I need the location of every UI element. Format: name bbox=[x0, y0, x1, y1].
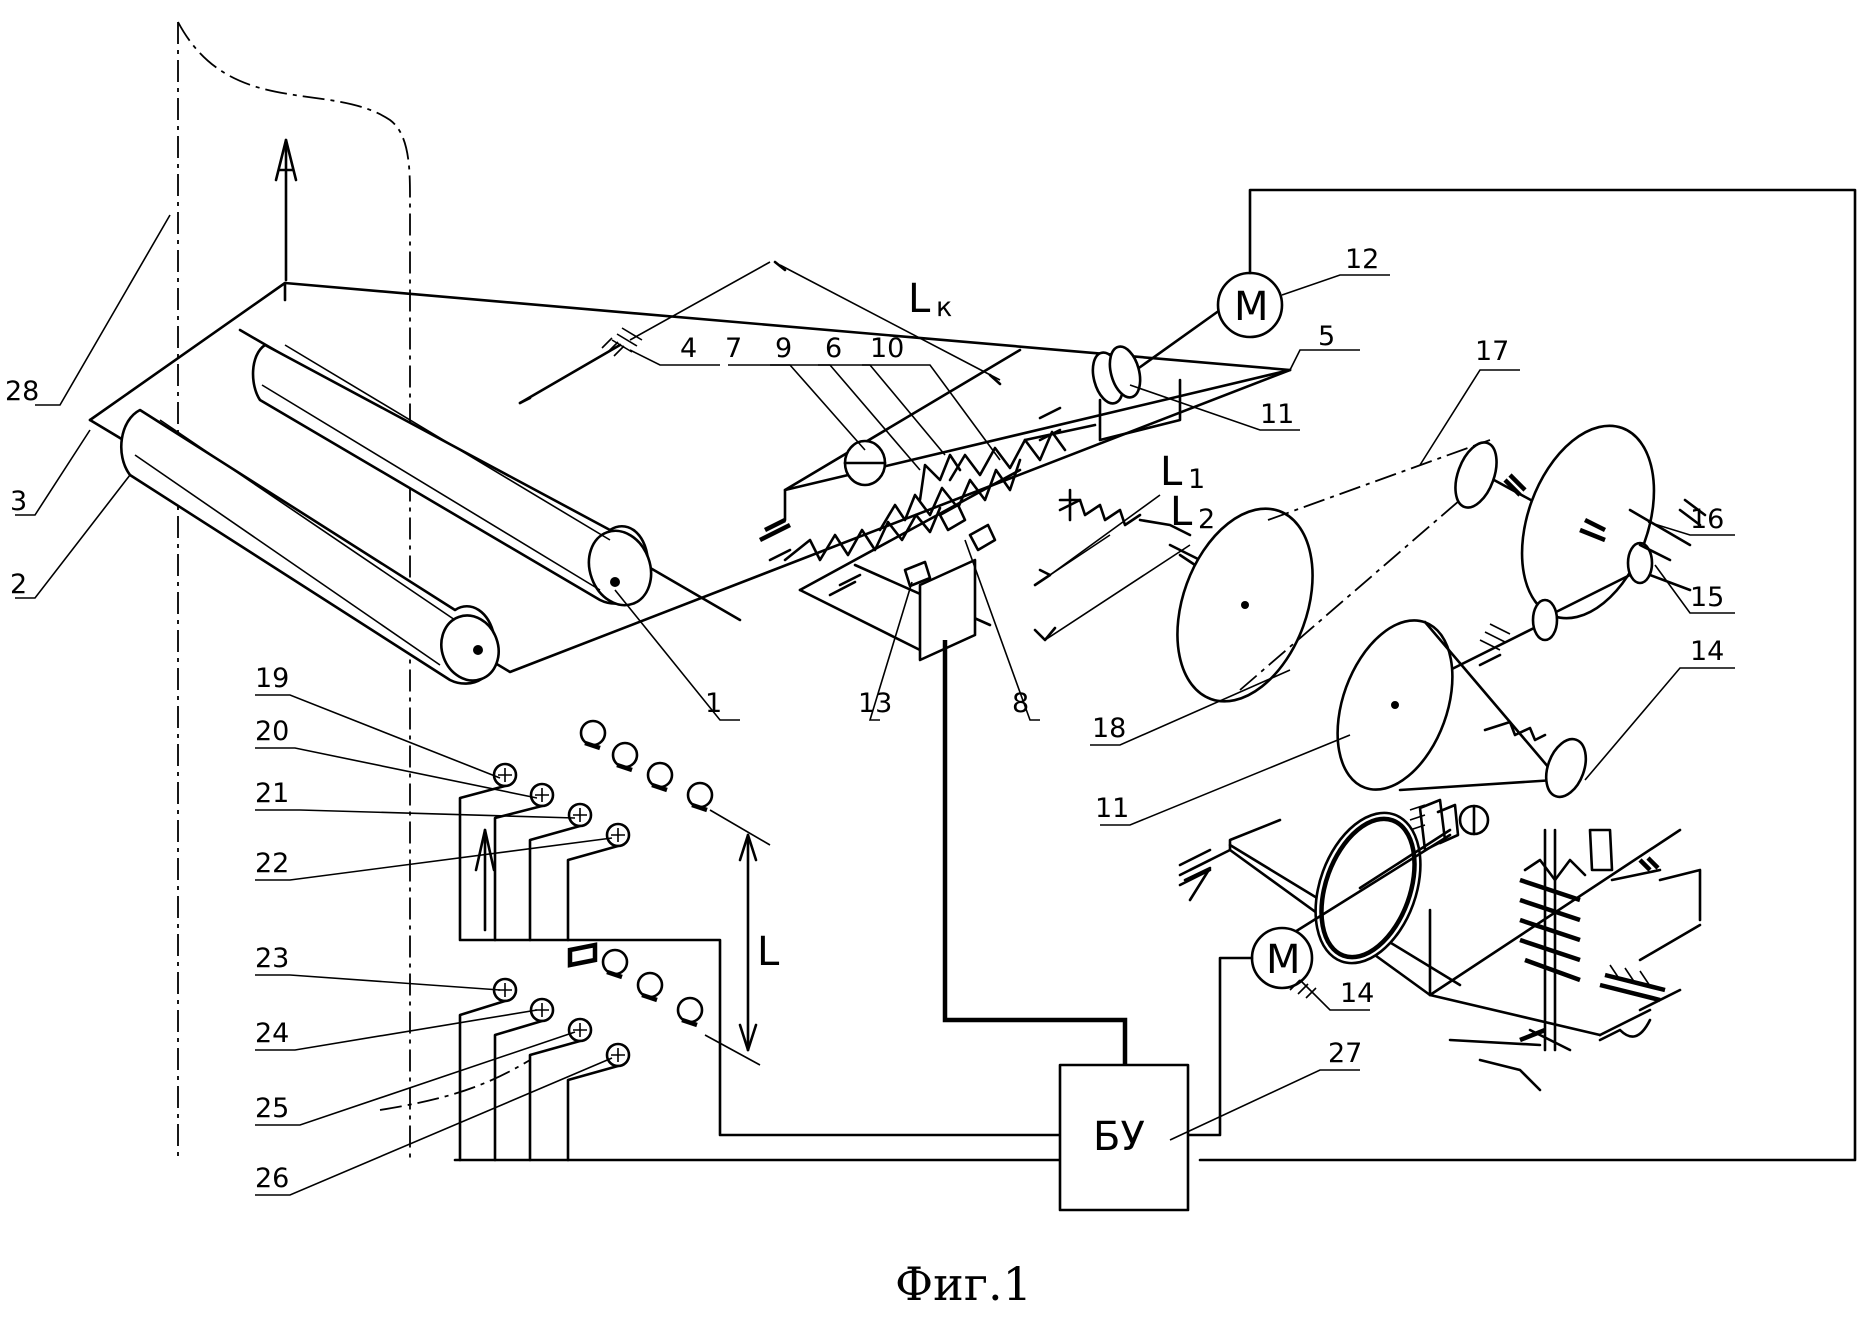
figure-caption: Фиг.1 bbox=[895, 1257, 1032, 1311]
clamp-13 bbox=[905, 560, 975, 660]
callout-19: 18 bbox=[1092, 713, 1126, 744]
small-pulley-top bbox=[1447, 437, 1540, 513]
motor-14-label: М bbox=[1266, 937, 1301, 983]
bearing-left bbox=[830, 575, 860, 595]
eccentric-7 bbox=[845, 441, 885, 485]
callout-20: 19 bbox=[255, 663, 289, 694]
callout-16: 15 bbox=[1690, 582, 1724, 613]
pulley-17 bbox=[1497, 408, 1705, 637]
callout-7: 7 bbox=[725, 333, 742, 364]
support-4 bbox=[520, 328, 642, 403]
callout-29: 28 bbox=[5, 376, 39, 407]
dimension-lk-letter: L bbox=[908, 276, 931, 322]
callout-15: 14 bbox=[1690, 636, 1724, 667]
callout-17: 16 bbox=[1690, 504, 1724, 535]
dimension-l2-subscript: 2 bbox=[1198, 504, 1215, 535]
callout-11-right: 11 bbox=[1095, 793, 1129, 824]
callout-6: 6 bbox=[825, 333, 842, 364]
pulley-11-right bbox=[1316, 605, 1474, 806]
callout-4: 4 bbox=[680, 333, 697, 364]
dimension-l-letter: L bbox=[757, 929, 780, 975]
callout-13: 13 bbox=[858, 688, 892, 719]
callout-21: 20 bbox=[255, 716, 289, 747]
pulley-15 bbox=[1539, 734, 1593, 803]
callout-22: 21 bbox=[255, 778, 289, 809]
callout-11-top: 11 bbox=[1260, 399, 1294, 430]
callout-9: 9 bbox=[775, 333, 792, 364]
control-unit-28: БУ bbox=[1060, 1065, 1188, 1210]
callout-12: 12 bbox=[1345, 244, 1379, 275]
callout-1: 1 bbox=[705, 688, 722, 719]
motor-12-label: М bbox=[1234, 284, 1269, 330]
lower-frame bbox=[1180, 820, 1700, 1035]
callout-5: 5 bbox=[1318, 321, 1335, 352]
callout-2: 2 bbox=[10, 569, 27, 600]
callout-8: 8 bbox=[1012, 688, 1029, 719]
sensor-flow-arrow bbox=[476, 830, 494, 930]
callout-10: 10 bbox=[870, 333, 904, 364]
callout-23: 22 bbox=[255, 848, 289, 879]
roller-1-axle bbox=[610, 577, 620, 587]
dimension-l: L bbox=[705, 810, 780, 1065]
callout-25: 24 bbox=[255, 1018, 289, 1049]
callout-24: 23 bbox=[255, 943, 289, 974]
callout-18: 17 bbox=[1475, 336, 1509, 367]
callout-26: 25 bbox=[255, 1093, 289, 1124]
springs bbox=[785, 432, 1065, 560]
emitter-array-bottom bbox=[570, 945, 702, 1025]
emitter-array-top bbox=[581, 721, 712, 810]
gear-column bbox=[1520, 830, 1585, 1050]
sensor-right bbox=[1590, 830, 1700, 920]
sensor-array-top bbox=[494, 764, 629, 846]
control-unit-label: БУ bbox=[1093, 1114, 1145, 1160]
clamp-to-controller-wire bbox=[945, 640, 1125, 1065]
clamp-8 bbox=[940, 505, 995, 550]
callout-14: 14 bbox=[1340, 978, 1374, 1009]
bottom-right-lines bbox=[1450, 1040, 1540, 1090]
roller-2-axle bbox=[473, 645, 483, 655]
callout-28: 27 bbox=[1328, 1038, 1362, 1069]
dimension-lk-subscript: к bbox=[936, 292, 952, 323]
ratchet-mechanism bbox=[1410, 800, 1488, 850]
motor-12: М bbox=[1200, 190, 1855, 1160]
callout-3: 3 bbox=[10, 486, 27, 517]
upward-flow-arrow bbox=[276, 140, 296, 280]
callout-27: 26 bbox=[255, 1163, 289, 1194]
